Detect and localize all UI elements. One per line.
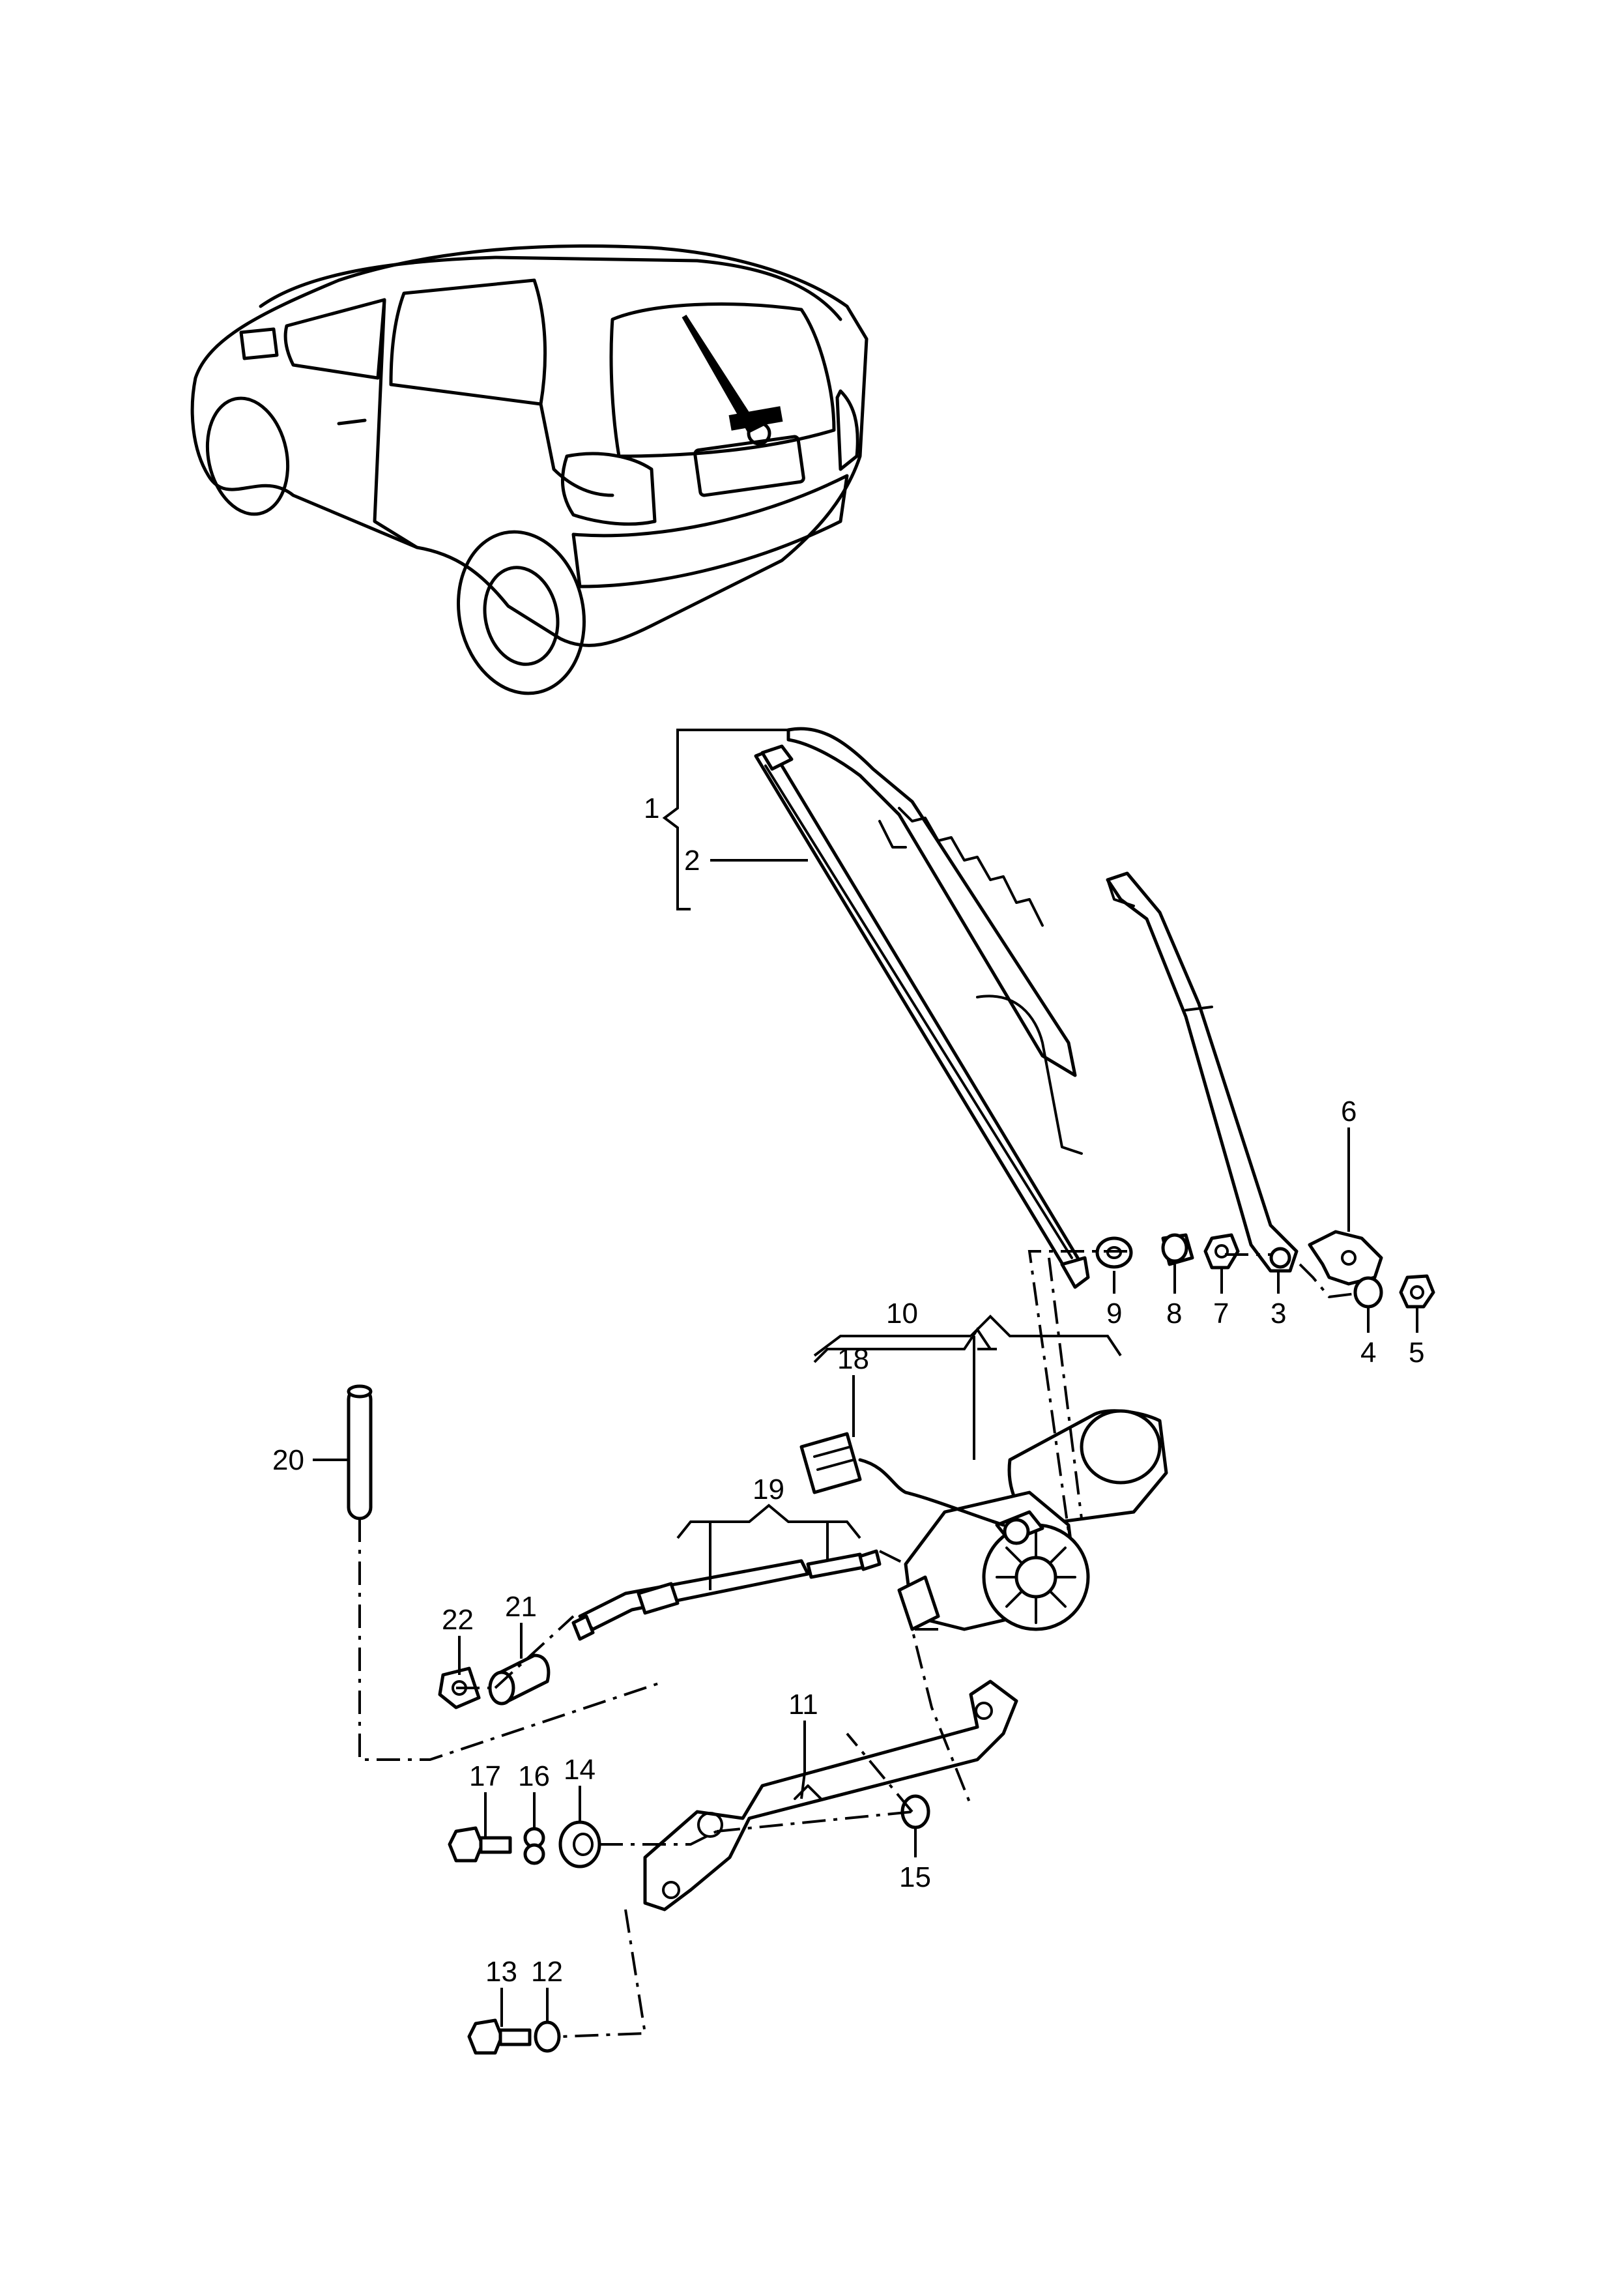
callout-16: 16	[518, 1760, 550, 1792]
connector-cable	[799, 1432, 1005, 1527]
callout-21: 21	[505, 1591, 537, 1623]
callout-18: 18	[837, 1343, 869, 1375]
assembly-lines	[358, 1250, 1356, 2038]
wiper-blade-assembly	[662, 727, 1090, 1289]
leader-lines	[313, 1127, 1418, 2027]
callout-22: 22	[442, 1604, 474, 1636]
callout-10: 10	[886, 1298, 918, 1330]
callout-7: 7	[1213, 1298, 1229, 1330]
callout-15: 15	[899, 1861, 931, 1893]
callout-4: 4	[1360, 1337, 1376, 1369]
drive-shaft	[571, 1549, 882, 1641]
callout-17: 17	[469, 1760, 501, 1792]
callout-11: 11	[788, 1689, 818, 1721]
grommet-parts	[438, 1653, 551, 1709]
motor-bracket	[643, 1679, 1018, 1911]
wiper-motor	[897, 1409, 1168, 1631]
callout-12: 12	[531, 1956, 563, 1988]
fastener-parts	[448, 1794, 930, 2055]
wiper-arm	[1106, 871, 1383, 1286]
callout-13: 13	[485, 1956, 517, 1988]
callout-3: 3	[1271, 1298, 1286, 1330]
callout-20: 20	[272, 1444, 304, 1476]
callout-2: 2	[684, 845, 700, 877]
callout-19: 19	[753, 1474, 784, 1505]
rod-20	[347, 1384, 373, 1520]
callout-9: 9	[1106, 1298, 1122, 1330]
callout-6: 6	[1341, 1096, 1357, 1127]
callout-1: 1	[644, 792, 659, 824]
callout-labels: 1 2 3 4 5 6 7 8 9 10 11 12 13 14 15 16 1…	[272, 792, 1424, 1988]
callout-8: 8	[1166, 1298, 1182, 1330]
car-illustration	[190, 244, 869, 695]
callout-5: 5	[1409, 1337, 1424, 1369]
callout-14: 14	[564, 1754, 596, 1786]
